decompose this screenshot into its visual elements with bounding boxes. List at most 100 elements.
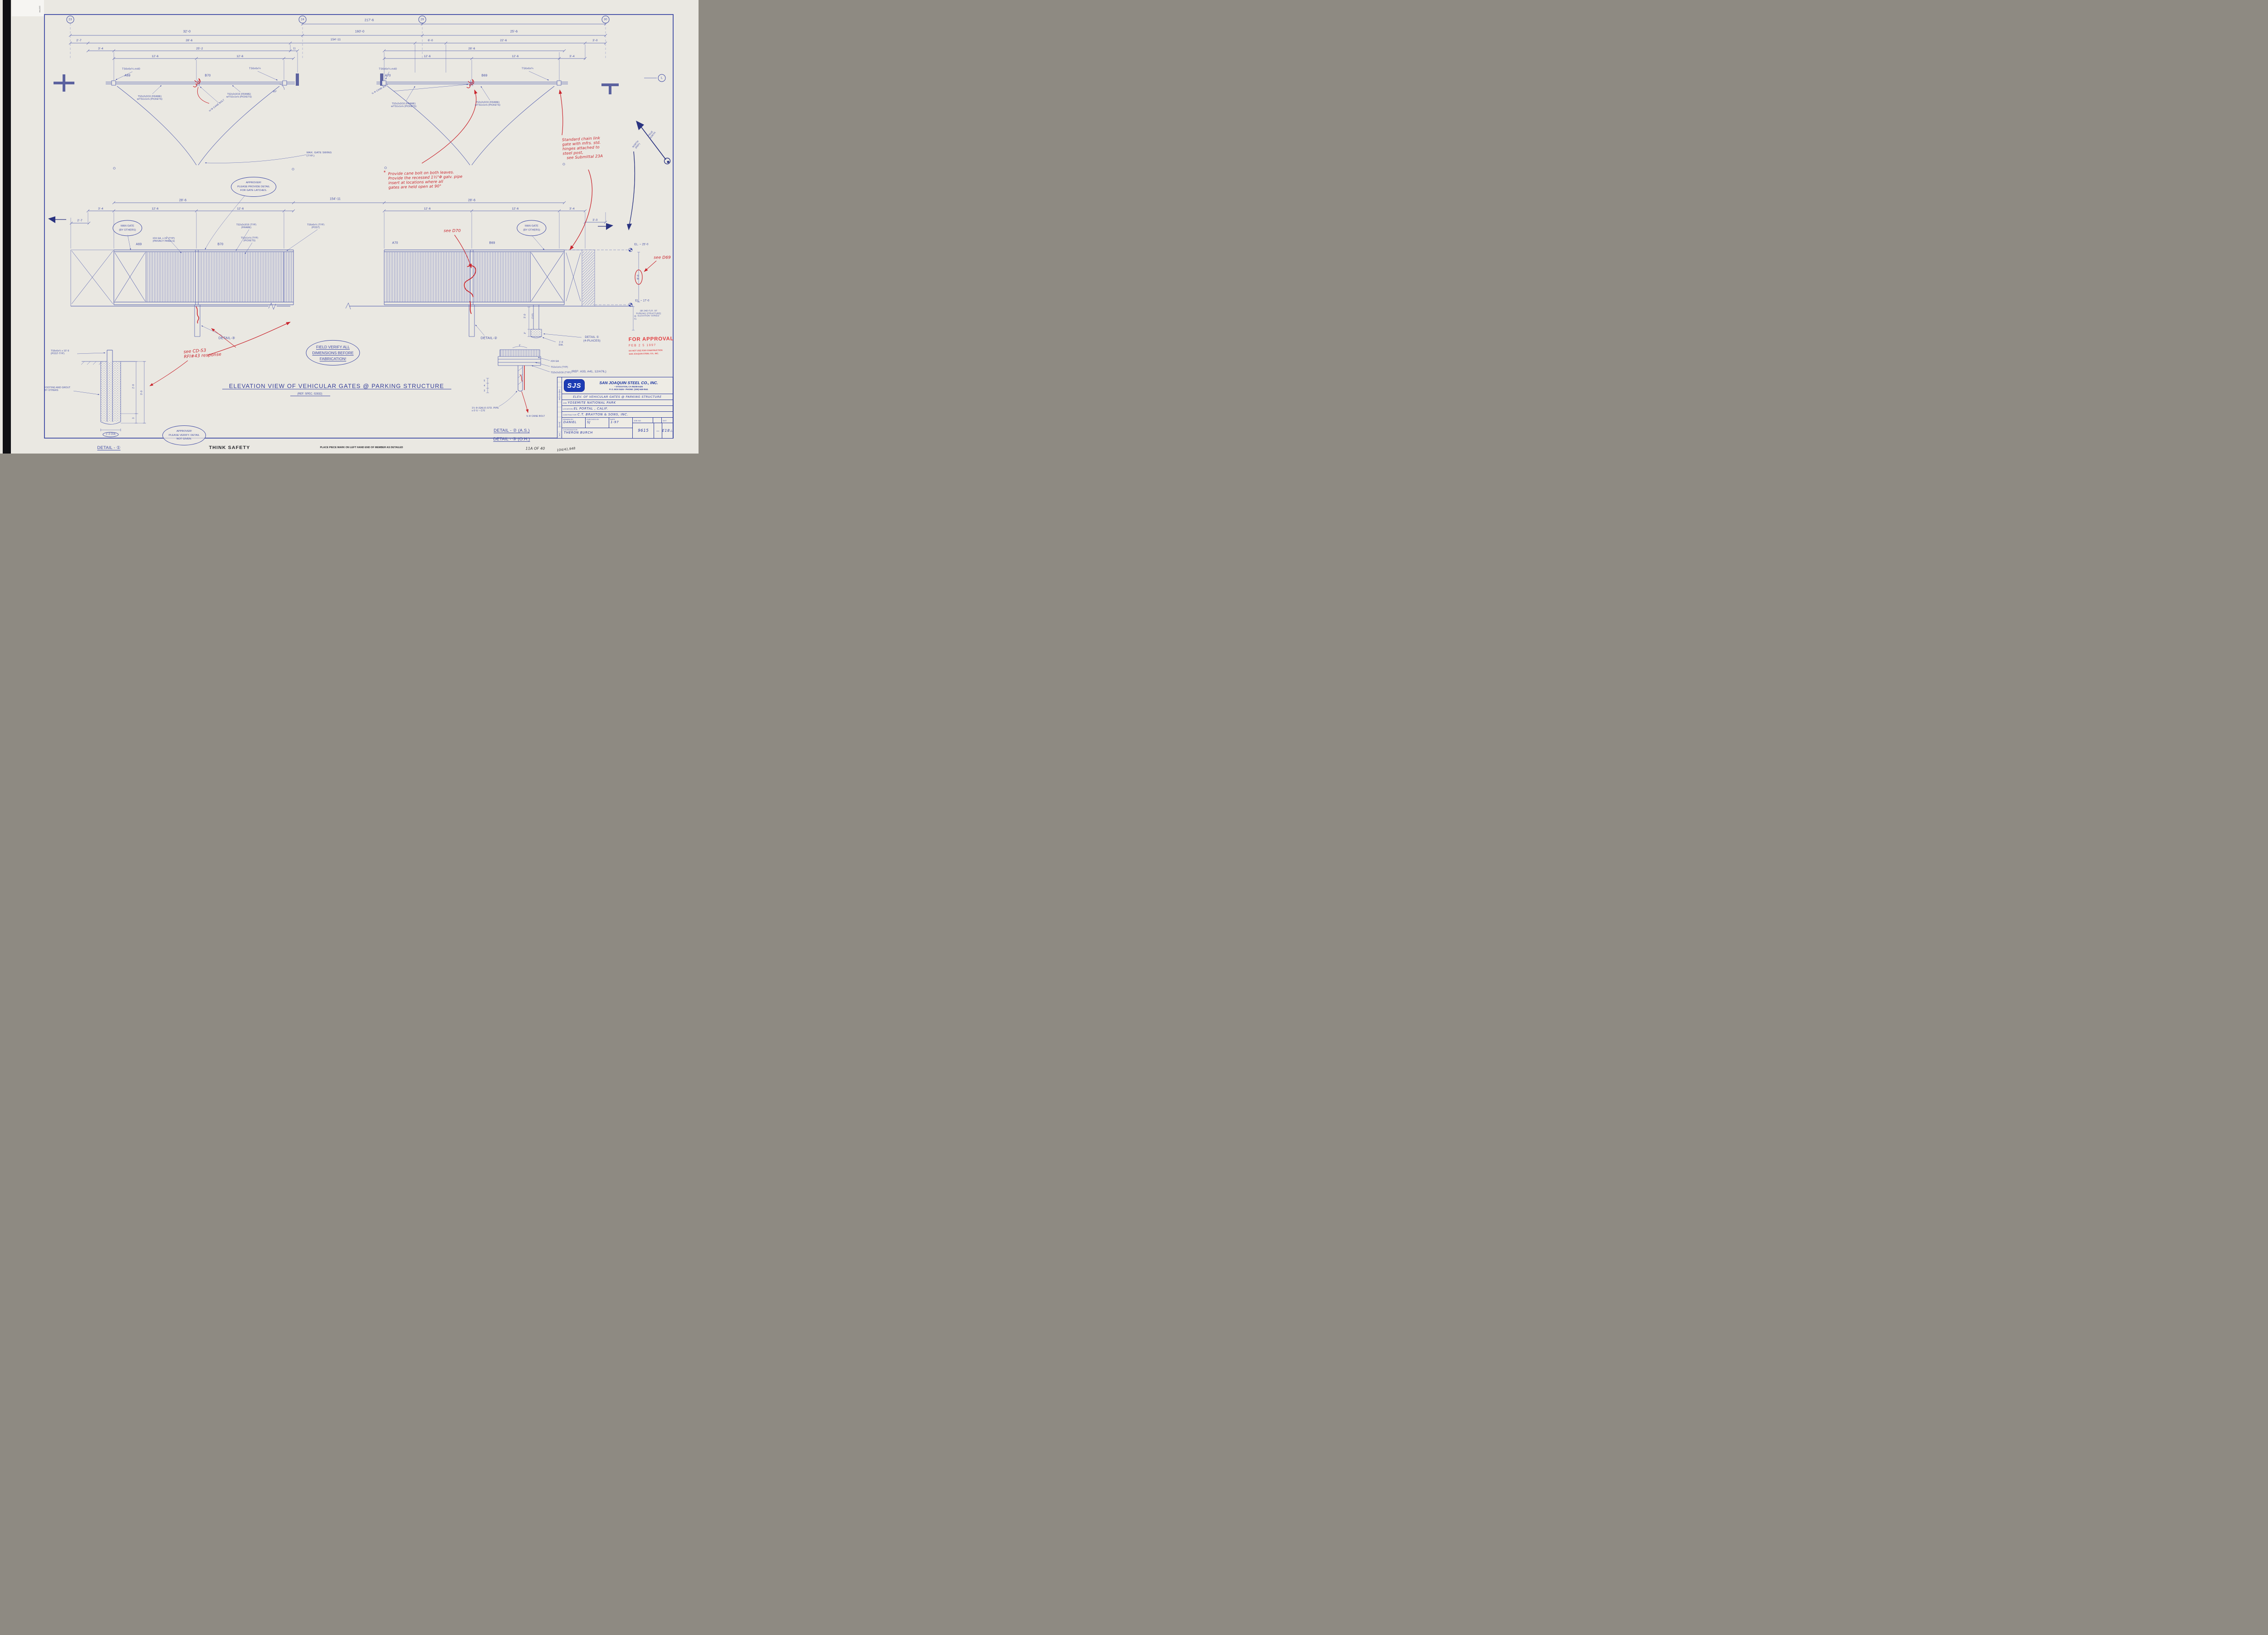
gate-b70-plan: B70 [205, 74, 211, 78]
drawing-label: 3'-4 [569, 54, 575, 58]
revisions-label: REVISIONS [558, 389, 561, 400]
cloud-field-verify: FIELD VERIFY ALL DIMENSIONS BEFORE FABRI… [306, 340, 360, 366]
drawing-label: TS6x6x¼ [522, 67, 533, 70]
coordinator-value: THERON BURCH [564, 431, 593, 434]
company-logo-text: SJS [567, 381, 582, 390]
drawing-label: #24 GA. x 24' (TYP) (PRIVACY PANELS) [152, 237, 175, 243]
top-dimensions [68, 22, 607, 81]
drawing-label: 12'-6 [237, 207, 244, 210]
redline-see-d70: see D70 [444, 229, 461, 234]
drawing-label: 25'-2 [196, 47, 203, 50]
drawing-label: 3" [523, 332, 527, 334]
contractor-value: C.T. BRAYTON & SONS, INC. [577, 413, 629, 416]
section-flags [48, 216, 613, 230]
drawing-label: 3'-4 [98, 207, 103, 210]
drawing-label: 4 [484, 384, 485, 387]
title-block-drawing-title: ELEV. OF VEHICULAR GATES @ PARKING STRUC… [573, 395, 662, 399]
contractor-label: CONTRACTOR [563, 414, 577, 416]
drawing-label: 3'-0 [140, 390, 143, 395]
dim-overall: 217'-6 [364, 19, 374, 22]
drawing-label: 12'-6 [424, 54, 431, 58]
drawing-label: 28'-6 [468, 199, 476, 202]
scan-corner [12, 0, 44, 16]
drawn-by-label: DRAWN BY. [563, 418, 574, 420]
gate-b70-elev: B70 [217, 243, 224, 246]
drawing-label: TS1x1x⅛ (TYP) [551, 366, 568, 369]
drawing-label: 6'-0 [428, 39, 433, 42]
drawing-title-row: ELEV. OF VEHICULAR GATES @ PARKING STRUC… [562, 394, 673, 400]
drawing-label: 1'-0 DIA. [558, 341, 564, 347]
detail-2-callout: DETAIL-② [480, 336, 498, 340]
grid-bubble-30: 30 [601, 15, 610, 24]
scan-edge-band [3, 0, 11, 454]
drawing-label: 3'-0 [592, 39, 598, 42]
redline-see-d69: see D69 [654, 255, 671, 260]
drawing-label: 3'-4 [569, 207, 575, 210]
approval-stamp-title: FOR APPROVAL [628, 336, 674, 342]
title-block-bottom: DRAWN BY. DANIEL CHECKED BY SJ DATE 1-97 [562, 418, 673, 438]
redline-note-cane-bolt: Provide cane bolt on both leaves. Provid… [388, 170, 463, 190]
job-no-section: JOB NO SHT 9615 — E18△ [633, 418, 673, 438]
drawing-label: FOOTING AND GROUT BY OTHERS [44, 386, 71, 392]
detail-1-title: DETAIL - ① [97, 445, 121, 451]
drawn-by-value: DANIEL [563, 420, 577, 424]
drawing-linework [44, 14, 674, 439]
stamp-note-line2: SAN JOAQUIN STEEL CO., INC. [629, 352, 659, 355]
drawing-label: 28'-6 [179, 199, 187, 202]
detail-2-3-drawing [486, 346, 550, 407]
drawing-label: TS1x1x⅛ (TYP) (PICKETS) [240, 236, 259, 242]
no-side-label: NO [558, 433, 561, 436]
date-value: 1-97 [611, 420, 619, 424]
approval-stamp: FOR APPROVAL FEB 2 5 1997 DO NOT USE FOR… [629, 336, 674, 356]
drawing-label: 3 [484, 389, 485, 392]
drawing-label: TS6x6x¼ x 10'-9 (POST-TYP) [51, 349, 69, 355]
drawing-label: 5 [484, 379, 485, 382]
drawn-checked-section: DRAWN BY. DANIEL CHECKED BY SJ DATE 1-97 [562, 418, 633, 438]
checked-by-cell: CHECKED BY SJ [586, 418, 609, 428]
sheet-number: E18△ [662, 429, 673, 433]
drawing-label: 1' [518, 344, 521, 347]
grid-bubble-24: 24 [298, 15, 307, 24]
drawing-label: 28'-6 [186, 39, 193, 42]
drawing-label: ⅝ Φ CANE BOLT [526, 415, 545, 418]
job-row: JOB YOSEMITE NATIONAL PARK [562, 400, 673, 406]
gate-elevations [70, 195, 640, 342]
drawing-label: TS2x2x3/16 (FRAME) w/TS1x1x⅛ (PICKETS) [391, 102, 417, 108]
location-label: LOCATION [563, 408, 573, 410]
drawing-label: TS6x6x¼ [249, 67, 261, 70]
company-info: SAN JOAQUIN STEEL CO., INC. • STOCKTON, … [587, 381, 671, 391]
drawing-label: 12'-6 [512, 207, 519, 210]
drawing-label: * [383, 169, 386, 176]
plan-view [54, 71, 619, 171]
elevation-17-0: EL. ~ 17'-0 [635, 299, 650, 303]
north-arrow [627, 121, 671, 230]
detail-2-title: DETAIL - ② (A.S.) [494, 428, 530, 434]
drawing-label: 2'-9 [132, 384, 135, 389]
sheet-border [44, 14, 674, 439]
drawing-label: (@ 2ND FLR. OF PARKING STRUCTURE) ELEVAT… [636, 309, 661, 317]
detail-1-callout: DETAIL ① (4-PLACES) [583, 335, 601, 342]
drawn-by-cell: DRAWN BY. DANIEL [562, 418, 586, 428]
drawing-label: 2'-7 [77, 219, 83, 222]
drawing-label: TS2x2x3/16 (FRAME) w/TS1x1x⅛ (PICKETS) [474, 101, 501, 107]
drawing-label: TS2x2x3/16 (FRAME) w/TS1x1x⅛ (PICKETS) [226, 93, 252, 98]
redline-marks [149, 78, 657, 413]
piece-mark-note: PLACE PIECE MARK ON LEFT HAND END OF MEM… [320, 446, 403, 449]
gate-b69-plan: B69 [481, 74, 488, 78]
approval-stamp-date: FEB 2 5 1997 [628, 343, 656, 347]
drawing-label: 25'-6 [510, 30, 518, 34]
revision-dash: — [654, 423, 662, 438]
gate-a70-plan: A70 [385, 74, 391, 78]
drawing-label: 12'-6 [152, 207, 159, 210]
company-name: SAN JOAQUIN STEEL CO., INC. [599, 380, 658, 385]
coordinator-label: COORDINATOR: [563, 429, 578, 431]
drawing-label: 28'-6 [468, 47, 475, 50]
think-safety-note: THINK SAFETY [209, 445, 250, 450]
cloud-gate-latches: APPROVER! PLEASE PROVIDE DETAIL FOR GATE… [231, 176, 276, 197]
checked-by-value: SJ [587, 420, 591, 424]
redline-note-chain-link: Standard chain link gate with mfrs. std.… [562, 136, 603, 161]
drawing-label: TS6x6x¼-m40 [379, 68, 397, 71]
drawing-label: 154'-11 [330, 38, 341, 41]
